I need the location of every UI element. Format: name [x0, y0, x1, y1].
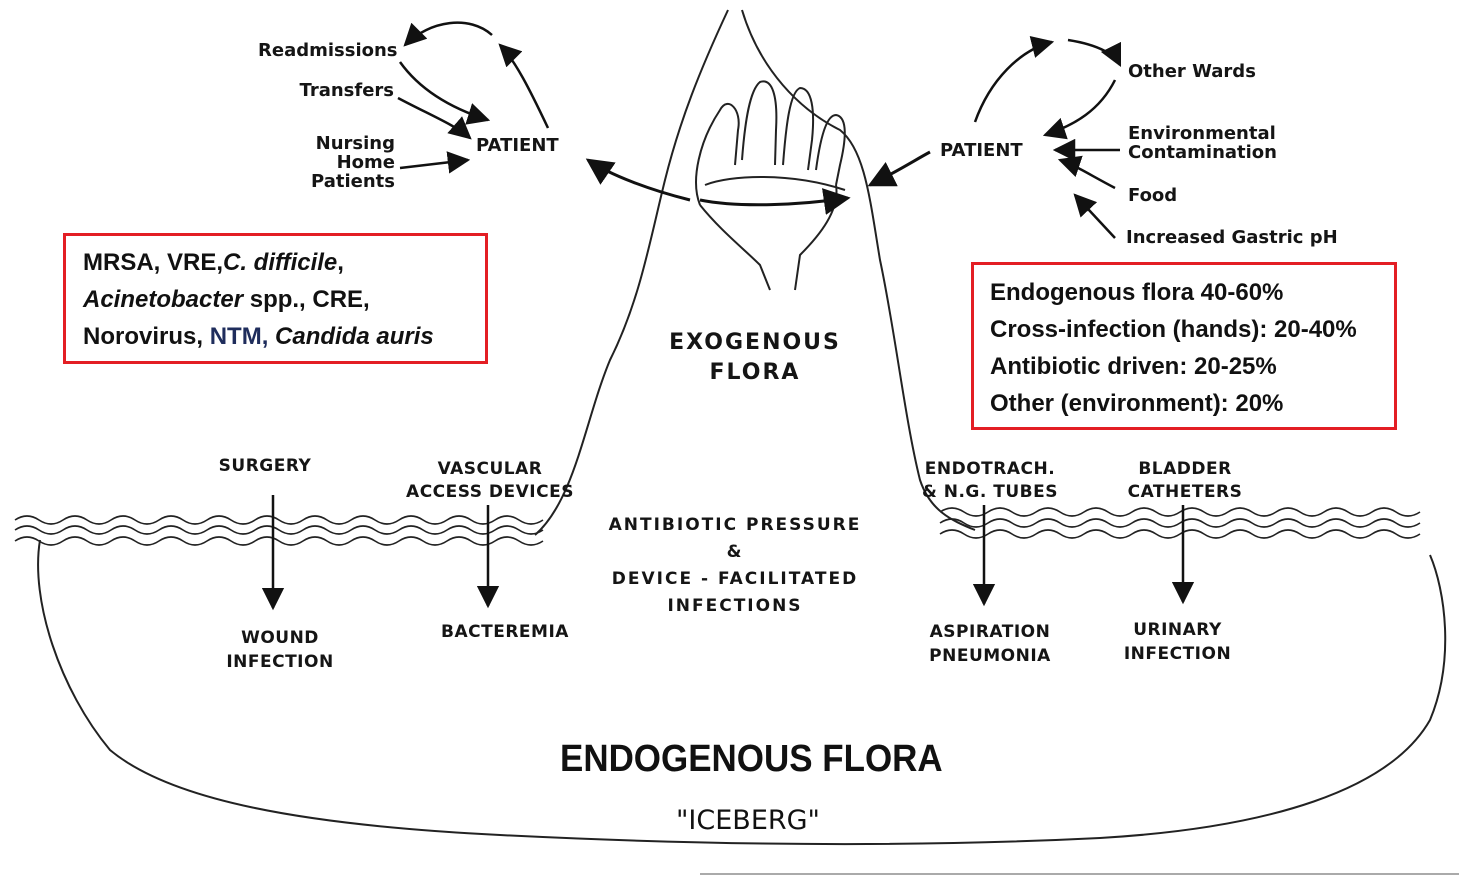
label-pressure-line1: ANTIBIOTIC PRESSURE: [570, 512, 900, 539]
label-home: Home: [290, 154, 395, 173]
label-environmental-contamination: Environmental Contamination: [1128, 125, 1277, 163]
organisms-line-3: Norovirus, NTM, Candida auris: [83, 318, 485, 355]
label-urinary-infection: URINARY INFECTION: [1105, 618, 1250, 666]
label-vascular: VASCULAR: [400, 458, 580, 481]
label-endotrach-line2: & N.G. TUBES: [905, 481, 1075, 504]
label-gastric-ph: Increased Gastric pH: [1126, 229, 1338, 248]
label-access-devices: ACCESS DEVICES: [400, 481, 580, 504]
label-wound: WOUND: [215, 626, 345, 650]
label-wound-infection: WOUND INFECTION: [215, 626, 345, 674]
label-endotrach: ENDOTRACH. & N.G. TUBES: [905, 458, 1075, 504]
label-pneumonia: PNEUMONIA: [915, 644, 1065, 668]
label-aspiration-pneumonia: ASPIRATION PNEUMONIA: [915, 620, 1065, 668]
label-aspiration: ASPIRATION: [915, 620, 1065, 644]
hand-arrow-left: [588, 160, 690, 200]
iceberg-caption: "ICEBERG": [676, 805, 820, 836]
label-pressure-line3: DEVICE - FACILITATED: [570, 566, 900, 593]
hand-arrow-ring: [700, 198, 848, 205]
stats-line-antibiotic: Antibiotic driven: 20-25%: [990, 348, 1394, 385]
endogenous-flora-title: ENDOGENOUS FLORA: [560, 738, 943, 781]
label-contamination: Contamination: [1128, 144, 1277, 163]
organisms-line-1: MRSA, VRE,C. difficile,: [83, 244, 485, 281]
label-bladder: BLADDER: [1105, 458, 1265, 481]
label-bladder-catheters: BLADDER CATHETERS: [1105, 458, 1265, 504]
label-infection-urinary: INFECTION: [1105, 642, 1250, 666]
label-surgery: SURGERY: [205, 458, 325, 476]
stats-line-cross-infection: Cross-infection (hands): 20-40%: [990, 311, 1394, 348]
organisms-line-2: Acinetobacter spp., CRE,: [83, 281, 485, 318]
label-other-wards: Other Wards: [1128, 63, 1256, 82]
label-food: Food: [1128, 187, 1177, 206]
stats-line-endogenous: Endogenous flora 40-60%: [990, 274, 1394, 311]
label-patient-right: PATIENT: [940, 142, 1023, 161]
label-infection-wound: INFECTION: [215, 650, 345, 674]
label-patient-left: PATIENT: [476, 137, 559, 156]
label-readmissions: Readmissions: [258, 42, 396, 61]
hand-drawing: [696, 81, 845, 290]
stats-box: Endogenous flora 40-60% Cross-infection …: [971, 262, 1397, 430]
label-bacteremia: BACTEREMIA: [425, 624, 585, 642]
organisms-box: MRSA, VRE,C. difficile, Acinetobacter sp…: [63, 233, 488, 364]
label-antibiotic-pressure: ANTIBIOTIC PRESSURE & DEVICE - FACILITAT…: [570, 512, 900, 620]
label-exogenous: EXOGENOUS: [650, 328, 860, 358]
ntm-label: NTM: [210, 323, 262, 350]
label-urinary: URINARY: [1105, 618, 1250, 642]
right-loop-arrows: [975, 40, 1120, 238]
stats-line-other: Other (environment): 20%: [990, 385, 1394, 422]
label-pressure-line4: INFECTIONS: [570, 593, 900, 620]
label-flora: FLORA: [650, 358, 860, 388]
hand-arrow-right: [870, 152, 930, 185]
label-pressure-line2: &: [570, 539, 900, 566]
label-catheters: CATHETERS: [1105, 481, 1265, 504]
label-exogenous-flora: EXOGENOUS FLORA: [650, 328, 860, 388]
label-transfers: Transfers: [258, 82, 394, 101]
label-endotrach-line1: ENDOTRACH.: [905, 458, 1075, 481]
label-nursing-home: Nursing Home Patients: [290, 135, 395, 192]
label-patients: Patients: [290, 173, 395, 192]
label-vascular-access: VASCULAR ACCESS DEVICES: [400, 458, 580, 504]
